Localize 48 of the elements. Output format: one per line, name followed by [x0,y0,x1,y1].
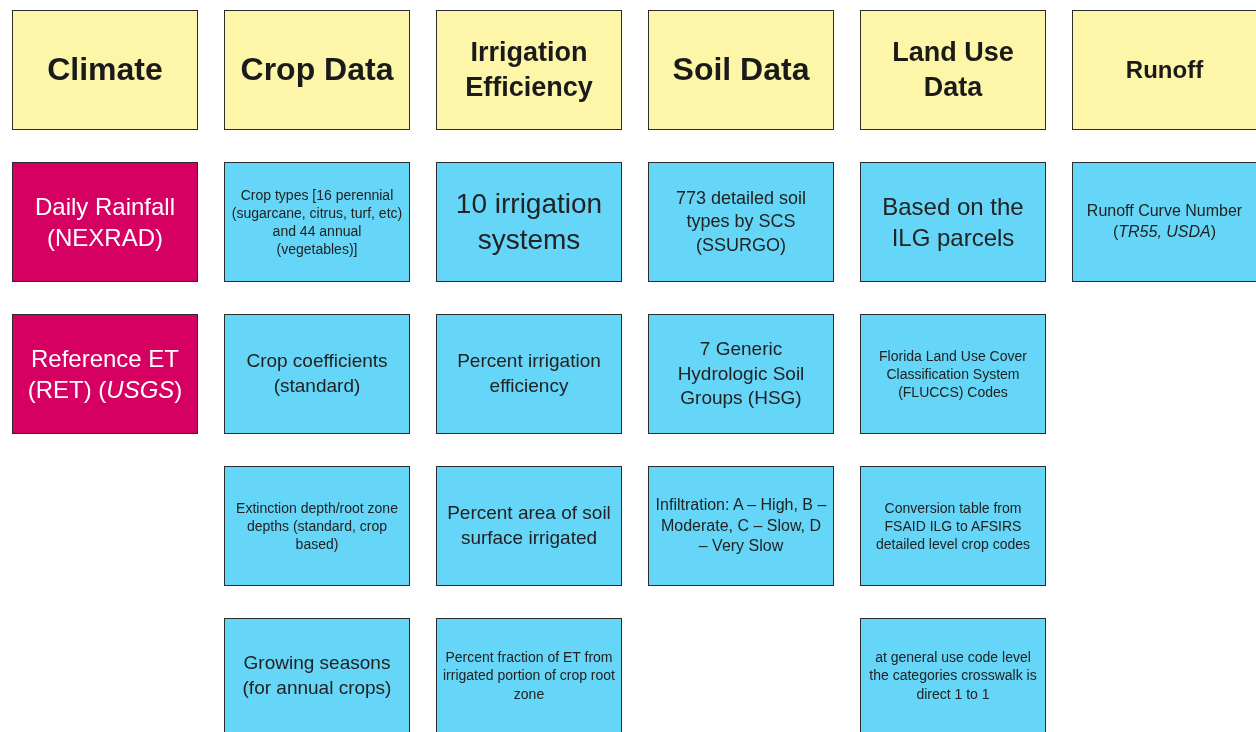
sticky-note [1072,162,1256,282]
sticky-note [224,162,410,282]
header-text: Crop Data [240,50,394,90]
note-text: Extinction depth/root zone depths (standard, crop based) [235,498,399,554]
note-text: 10 irrigation systems [454,186,604,257]
header-text: Irrigation Efficiency [464,35,594,104]
note-text: Runoff Curve Number (TR55, USDA) [1085,201,1244,242]
note-text: Infiltration: A – High, B – Moderate, C – Slow, D – Very Slow [655,494,827,557]
sticky-note [436,162,622,282]
sticky-note [648,162,834,282]
note-text: Percent area of soil surface irrigated [446,501,612,550]
sticky-note [648,314,834,434]
note-text: Percent irrigation efficiency [456,349,602,398]
note-text: Daily Rainfall (NEXRAD) [33,191,177,253]
note-text: at general use code level the categories crosswalk is direct 1 to 1 [868,648,1038,703]
note-text: Conversion table from FSAID ILG to AFSIRS detailed level crop codes [874,498,1032,554]
header-text: Climate [47,50,163,90]
sticky-note [860,618,1046,732]
category-header [648,10,834,130]
category-header [1072,10,1256,130]
sticky-note [860,314,1046,434]
sticky-note [224,466,410,586]
sticky-note [436,466,622,586]
sticky-note [224,618,410,732]
note-text: Based on the ILG parcels [881,191,1025,253]
note-text: Florida Land Use Cover Classification System (FLUCCS) Codes [878,346,1028,402]
sticky-note [12,314,198,434]
category-header [436,10,622,130]
note-text: 773 detailed soil types by SCS (SSURGO) [674,186,808,257]
note-text: Reference ET (RET) (USGS) [26,343,184,405]
sticky-note [224,314,410,434]
category-header [860,10,1046,130]
note-text: Crop types [16 perennial (sugarcane, citrus, turf, etc) and 44 annual (vegetables)] [231,185,403,259]
sticky-note [436,618,622,732]
sticky-note [860,466,1046,586]
note-text: Growing seasons (for annual crops) [241,650,393,700]
note-text: 7 Generic Hydrologic Soil Groups (HSG) [676,336,806,411]
sticky-note [648,466,834,586]
header-text: Soil Data [672,50,810,90]
header-text: Land Use Data [891,35,1015,104]
header-text: Runoff [1125,55,1204,86]
category-header [12,10,198,130]
sticky-note [436,314,622,434]
note-text: Crop coefficients (standard) [245,349,389,398]
sticky-note [12,162,198,282]
note-text: Percent fraction of ET from irrigated portion of crop root zone [443,648,615,703]
sticky-note [860,162,1046,282]
category-header [224,10,410,130]
